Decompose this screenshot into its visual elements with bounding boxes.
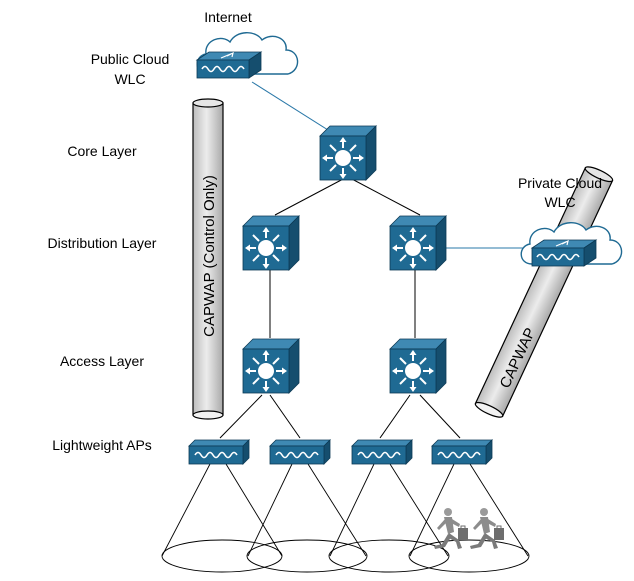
core-switch-icon: [319, 125, 377, 181]
access-switch-right-icon: [389, 338, 447, 394]
coverage-cell-2: [246, 539, 368, 573]
distribution-switch-right-icon: [389, 215, 447, 271]
capwap-control-tunnel: CAPWAP (Control Only): [192, 98, 224, 420]
access-point-2-icon: [269, 439, 331, 465]
access-point-3-icon: [351, 439, 413, 465]
link-internet-core: [251, 81, 329, 131]
user-icon: [469, 507, 505, 550]
private-cloud-label: Private Cloud: [518, 175, 602, 191]
coverage-areas: [161, 463, 530, 573]
access-switch-left-icon: [242, 338, 300, 394]
access-point-4-icon: [431, 439, 493, 465]
coverage-cell-4: [408, 539, 530, 573]
link-core-dist-right: [349, 177, 421, 216]
user-icon: [433, 507, 469, 550]
access-point-1-icon: [188, 439, 250, 465]
public-wlc-label: WLC: [114, 71, 145, 87]
coverage-cell-3: [328, 539, 450, 573]
distribution-layer-label: Distribution Layer: [48, 235, 157, 251]
internet-label: Internet: [204, 9, 252, 25]
network-links: [219, 177, 461, 439]
public-cloud: [196, 32, 299, 79]
lightweight-aps-label: Lightweight APs: [52, 437, 152, 453]
private-wlc-icon: [531, 239, 597, 267]
private-wlc-label: WLC: [544, 194, 575, 210]
capwap-control-label: CAPWAP (Control Only): [201, 175, 218, 337]
link-core-dist-left: [274, 177, 346, 216]
private-cloud: [520, 222, 623, 267]
link-access-right-ap4: [419, 394, 461, 439]
coverage-cell-1: [161, 539, 283, 573]
distribution-switch-left-icon: [242, 215, 300, 271]
public-wlc-icon: [196, 51, 262, 79]
core-layer-label: Core Layer: [67, 143, 137, 159]
link-access-right-ap3: [379, 394, 411, 439]
link-access-left-ap1: [219, 394, 263, 439]
link-access-left-ap2: [269, 394, 301, 439]
access-layer-label: Access Layer: [60, 353, 144, 369]
public-cloud-label: Public Cloud: [91, 51, 170, 67]
